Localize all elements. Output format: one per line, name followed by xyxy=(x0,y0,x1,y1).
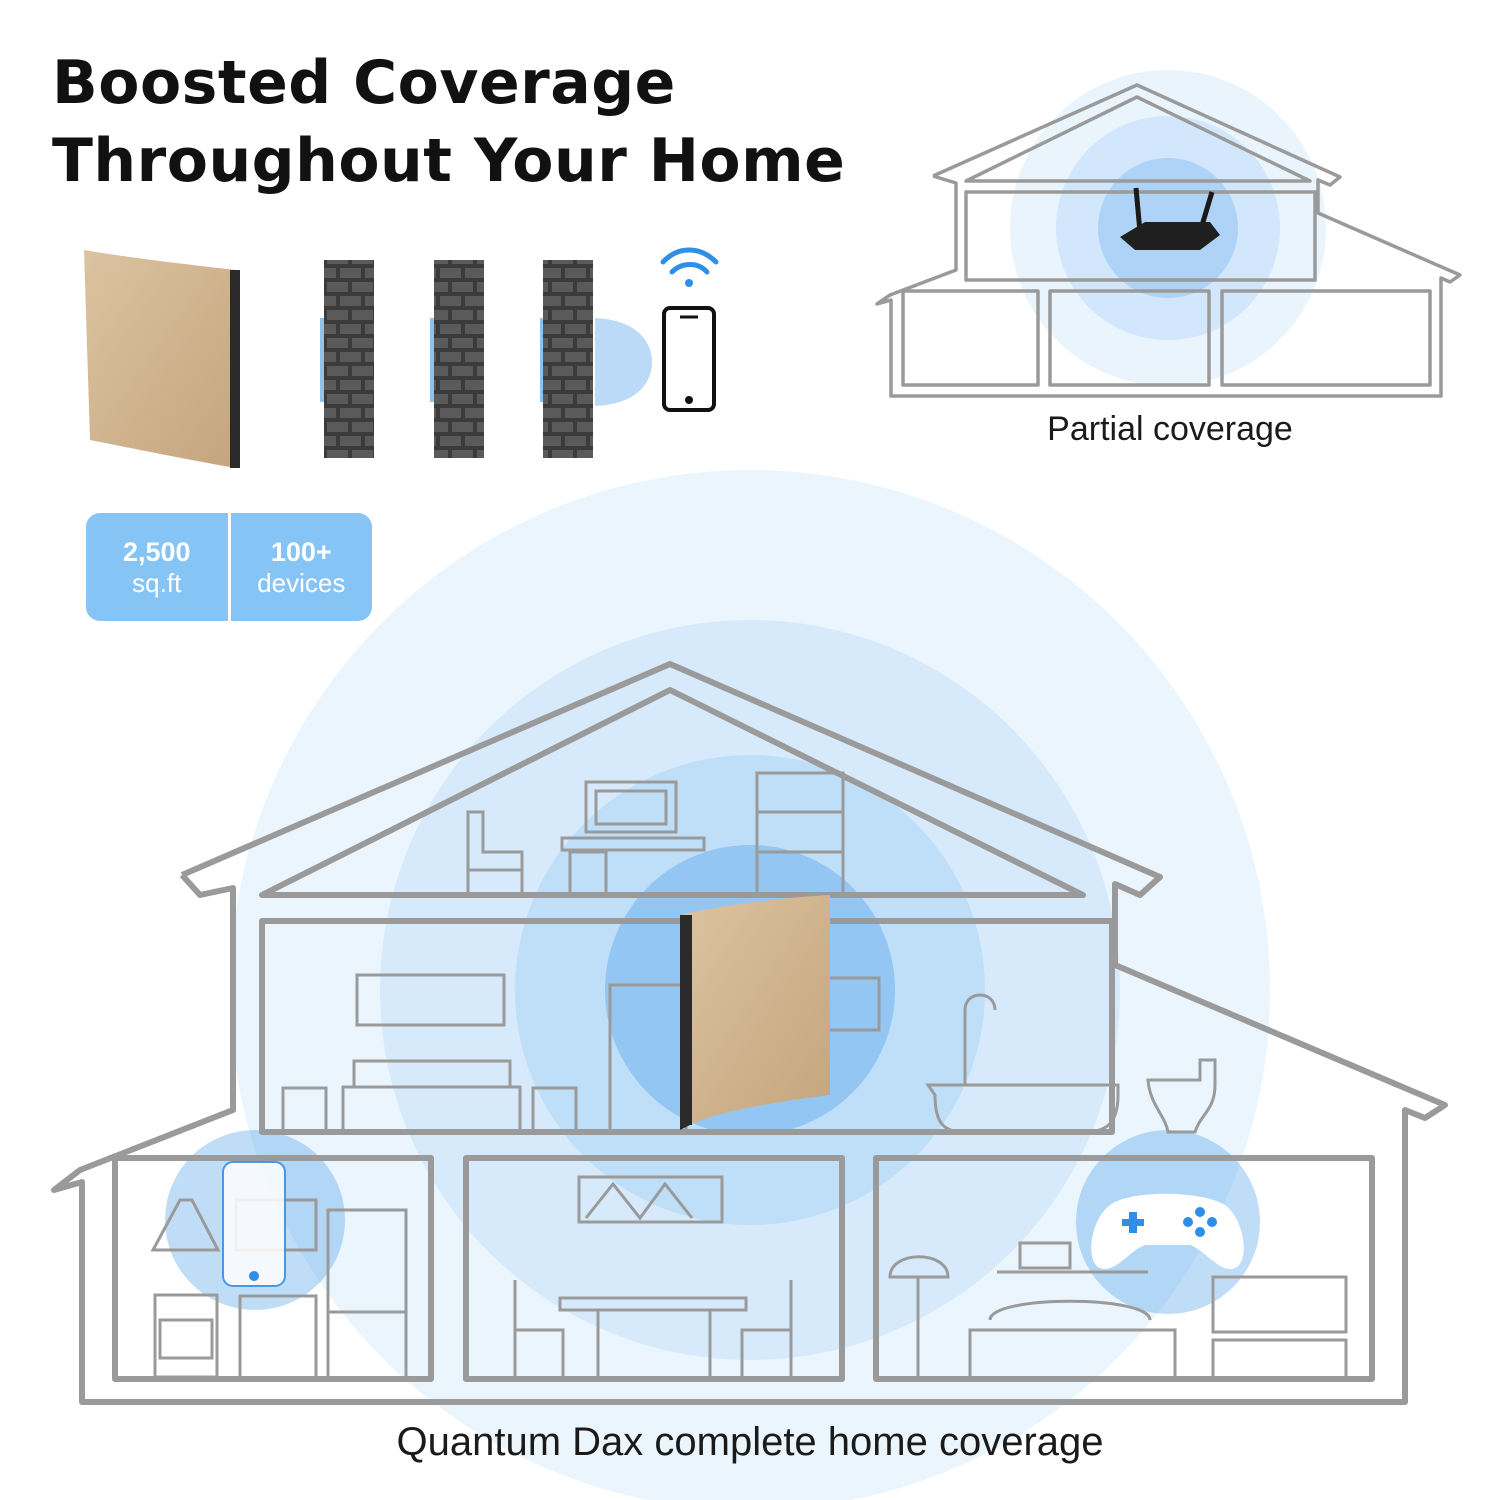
furniture-large xyxy=(150,771,1348,1380)
wifi-icon xyxy=(660,247,719,287)
headline-line-1: Boosted Coverage xyxy=(52,48,676,118)
spec-badge: 2,500 sq.ft 100+ devices xyxy=(86,513,372,621)
headline: Boosted Coverage Throughout Your Home xyxy=(52,44,845,200)
router-gold-large xyxy=(680,895,830,1130)
complete-coverage-caption: Quantum Dax complete home coverage xyxy=(396,1420,1104,1464)
phone-glow-icon xyxy=(222,1161,286,1287)
router-black-small xyxy=(1120,187,1220,250)
phone-icon xyxy=(662,306,716,412)
partial-coverage-caption: Partial coverage xyxy=(1047,410,1293,448)
coverage-area-stat: 2,500 sq.ft xyxy=(86,513,228,621)
headline-line-2: Throughout Your Home xyxy=(52,126,846,196)
house-small xyxy=(875,83,1462,398)
brick-wall-3 xyxy=(543,260,593,458)
router-gold-product xyxy=(84,250,240,468)
device-count-stat: 100+ devices xyxy=(227,513,373,621)
brick-wall-2 xyxy=(434,260,484,458)
coverage-area-unit: sq.ft xyxy=(132,568,182,598)
device-count-value: 100+ xyxy=(270,537,332,567)
coverage-area-value: 2,500 xyxy=(122,537,191,567)
device-count-unit: devices xyxy=(257,568,346,598)
gamepad-icon xyxy=(1091,1193,1244,1269)
brick-wall-1 xyxy=(324,260,374,458)
